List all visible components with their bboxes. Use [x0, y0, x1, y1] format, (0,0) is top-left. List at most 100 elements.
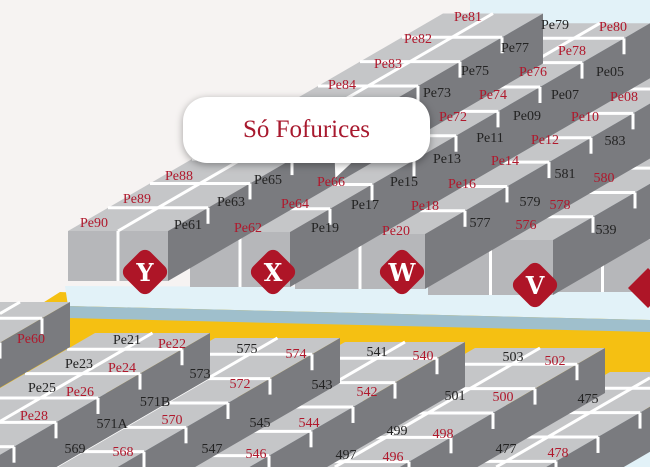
- stall-label[interactable]: 571A: [96, 417, 128, 432]
- stall-label[interactable]: 502: [544, 354, 566, 369]
- stall-label[interactable]: 503: [502, 350, 524, 365]
- stall-label[interactable]: Pe75: [461, 64, 489, 79]
- stall-label[interactable]: 500: [492, 390, 514, 405]
- stall-row-bottom-6-side: [546, 406, 650, 467]
- stall-label[interactable]: Pe83: [374, 57, 402, 72]
- stall-label[interactable]: 546: [245, 447, 267, 462]
- stall-label[interactable]: Pe28: [20, 409, 48, 424]
- stall-label[interactable]: Pe17: [351, 198, 379, 213]
- stall-row-top-3-side: [425, 103, 650, 289]
- stall-label[interactable]: Pe84: [328, 78, 356, 93]
- stall-row-bottom-2-side: [0, 333, 210, 467]
- stall-label[interactable]: Pe16: [448, 177, 476, 192]
- stall-label[interactable]: 496: [382, 450, 404, 465]
- stall-label[interactable]: 475: [577, 392, 599, 407]
- stall-label[interactable]: Pe15: [390, 175, 418, 190]
- stall-label[interactable]: Pe13: [433, 152, 461, 167]
- stall-label[interactable]: 578: [549, 198, 571, 213]
- stall-label[interactable]: 497: [335, 448, 357, 463]
- stall-label[interactable]: Pe90: [80, 216, 108, 231]
- stall-label[interactable]: 545: [249, 416, 271, 431]
- stall-label[interactable]: Pe10: [571, 110, 599, 125]
- stall-label[interactable]: Pe11: [476, 131, 504, 146]
- stall-label[interactable]: Pe74: [479, 88, 507, 103]
- stall-label[interactable]: 498: [432, 427, 454, 442]
- stall-label[interactable]: Pe05: [596, 65, 624, 80]
- stall-label[interactable]: Pe82: [404, 32, 432, 47]
- stall-label[interactable]: 477: [495, 442, 517, 457]
- sector-letter: W: [388, 257, 416, 287]
- stall-label[interactable]: Pe79: [541, 18, 569, 33]
- sector-badge-x[interactable]: X: [247, 246, 299, 298]
- stall-label[interactable]: Pe08: [610, 90, 638, 105]
- stall-label[interactable]: Pe26: [66, 385, 94, 400]
- stall-label[interactable]: 581: [554, 167, 576, 182]
- stall-row-bottom-3-side: [117, 338, 340, 467]
- sector-badge-y[interactable]: Y: [119, 246, 171, 298]
- sector-badge-partial: [628, 268, 650, 308]
- stall-label[interactable]: Pe80: [599, 20, 627, 35]
- stall-label[interactable]: Pe77: [501, 41, 529, 56]
- stall-label[interactable]: 547: [201, 442, 223, 457]
- stall-row-bottom-1-divider: [0, 300, 21, 315]
- stall-label[interactable]: Pe19: [311, 221, 339, 236]
- stall-row-bottom-1-side: [0, 302, 70, 388]
- stall-label[interactable]: Pe62: [234, 221, 262, 236]
- stall-label[interactable]: 478: [547, 446, 569, 461]
- stall-label[interactable]: 575: [236, 342, 258, 357]
- stall-label[interactable]: Pe22: [158, 337, 186, 352]
- stall-label[interactable]: 570: [161, 413, 183, 428]
- stall-label[interactable]: 573: [189, 367, 211, 382]
- stall-label[interactable]: Pe64: [281, 197, 309, 212]
- stall-label[interactable]: 574: [285, 347, 307, 362]
- stall-label[interactable]: Pe76: [519, 65, 547, 80]
- stall-label[interactable]: 568: [112, 445, 134, 460]
- sector-letter: X: [263, 257, 283, 287]
- stall-label[interactable]: 577: [469, 216, 491, 231]
- stall-label[interactable]: Pe73: [423, 86, 451, 101]
- sector-badge-v[interactable]: V: [509, 259, 561, 311]
- stall-label[interactable]: 583: [604, 134, 626, 149]
- stall-label[interactable]: Pe20: [382, 224, 410, 239]
- stall-label[interactable]: 544: [298, 416, 320, 431]
- stall-label[interactable]: Pe72: [439, 110, 467, 125]
- stall-label[interactable]: 572: [229, 377, 251, 392]
- stall-label[interactable]: 543: [311, 378, 333, 393]
- stall-label[interactable]: Pe25: [28, 381, 56, 396]
- stall-label[interactable]: 579: [519, 195, 541, 210]
- stall-label[interactable]: Pe89: [123, 192, 151, 207]
- sector-letter: Y: [136, 257, 154, 287]
- sector-letter: V: [525, 270, 545, 300]
- stall-label[interactable]: Pe63: [217, 195, 245, 210]
- stall-row-bottom-1-top: [0, 302, 70, 343]
- stall-row-bottom-5-side: [399, 348, 605, 467]
- stall-label[interactable]: 541: [366, 345, 388, 360]
- store-callout[interactable]: Só Fofurices: [183, 97, 430, 163]
- stall-label[interactable]: 540: [412, 349, 434, 364]
- stall-label[interactable]: Pe60: [17, 332, 45, 347]
- stall-label[interactable]: 576: [515, 218, 537, 233]
- stall-label[interactable]: Pe81: [454, 10, 482, 25]
- stall-label[interactable]: Pe65: [254, 173, 282, 188]
- stall-label[interactable]: 571B: [139, 395, 171, 410]
- stall-label[interactable]: 569: [64, 442, 86, 457]
- stall-label[interactable]: Pe09: [513, 109, 541, 124]
- stall-label[interactable]: Pe14: [491, 154, 519, 169]
- stall-label[interactable]: Pe12: [531, 133, 559, 148]
- stall-label[interactable]: 580: [593, 171, 615, 186]
- stall-label[interactable]: Pe21: [113, 333, 141, 348]
- stall-label[interactable]: Pe88: [165, 169, 193, 184]
- stall-label[interactable]: Pe18: [411, 199, 439, 214]
- stall-label[interactable]: Pe07: [551, 88, 579, 103]
- stall-label[interactable]: 501: [444, 389, 466, 404]
- stall-label[interactable]: 542: [356, 385, 378, 400]
- stall-label[interactable]: Pe23: [65, 357, 93, 372]
- stall-label[interactable]: Pe66: [317, 175, 345, 190]
- stall-label[interactable]: Pe78: [558, 44, 586, 59]
- stall-label[interactable]: Pe24: [108, 361, 136, 376]
- stall-label[interactable]: Pe61: [174, 218, 202, 233]
- platform-edge: [68, 306, 650, 332]
- stall-label[interactable]: 499: [386, 424, 408, 439]
- sector-badge-w[interactable]: W: [376, 246, 428, 298]
- stall-label[interactable]: 539: [595, 223, 617, 238]
